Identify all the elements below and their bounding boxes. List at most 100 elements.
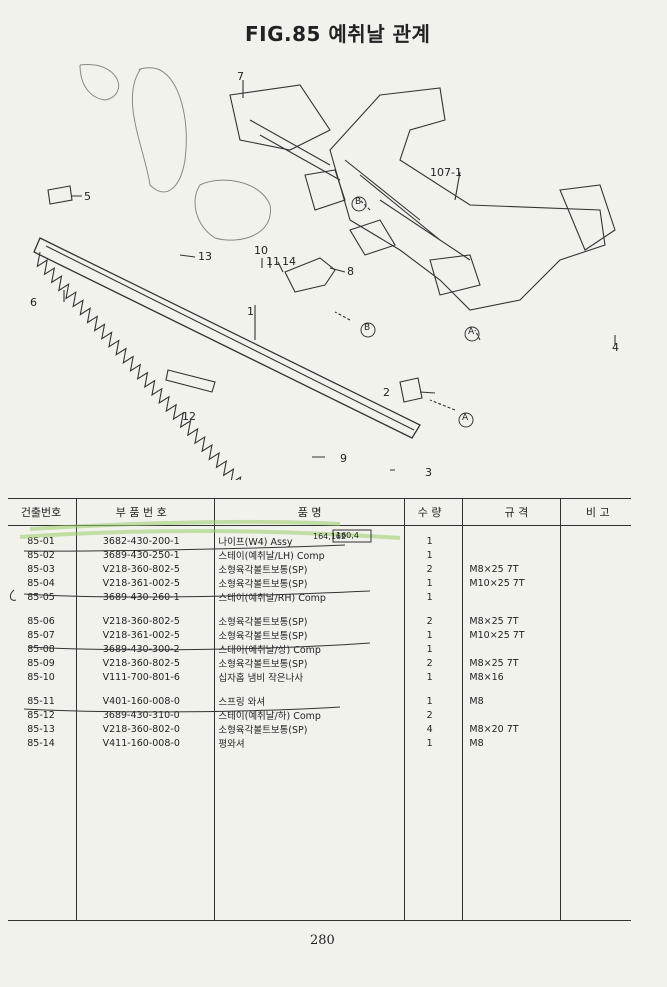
row-spec: M10×25 7T	[469, 629, 525, 641]
callout-13: 13	[198, 250, 212, 263]
row-name: 스테이(예취날/하) Comp	[218, 711, 321, 722]
table-row: 85-10 V111-700-801-6 십자홈 냄비 작은나사 1 M8×16	[8, 670, 631, 685]
row-name: 소형육각볼트보통(SP)	[218, 631, 308, 642]
table-row: 85-01 3682-430-200-1 나이프(W4) Assy 1	[8, 534, 631, 549]
row-name: 소형육각볼트보통(SP)	[218, 725, 308, 736]
row-qty: 2	[426, 615, 433, 627]
header-remarks: 비 고	[564, 498, 631, 526]
row-qty: 1	[426, 535, 433, 547]
callout-6: 6	[30, 296, 37, 309]
header-spec: 규 격	[457, 498, 565, 526]
row-part: V218-361-002-5	[102, 629, 180, 641]
row-no: 85-01	[27, 535, 55, 547]
row-no: 85-10	[27, 671, 55, 683]
callout-14: 14	[282, 255, 296, 268]
row-spec: M8×25 7T	[469, 615, 519, 627]
row-no: 85-03	[27, 563, 55, 575]
row-qty: 2	[426, 563, 433, 575]
table-row: 85-03 V218-360-802-5 소형육각볼트보통(SP) 2 M8×25 7T	[8, 562, 631, 577]
row-qty: 1	[426, 591, 433, 603]
row-qty: 1	[426, 577, 433, 589]
row-no: 85-11	[27, 695, 55, 707]
row-part: 3689-430-310-0	[102, 709, 180, 721]
row-part: V218-360-802-5	[102, 563, 180, 575]
callout-2: 2	[383, 386, 390, 399]
row-qty: 1	[426, 695, 433, 707]
row-name: 스테이(예취날/RH) Comp	[218, 593, 326, 604]
row-spec: M8×20 7T	[469, 723, 519, 735]
row-no: 85-13	[27, 723, 55, 735]
exploded-parts-diagram	[33, 64, 616, 480]
row-spec	[457, 708, 564, 722]
column-divider	[462, 498, 463, 920]
row-name: 소형육각볼트보통(SP)	[218, 579, 308, 590]
callout-7: 7	[237, 70, 244, 83]
table-row: 85-06 V218-360-802-5 소형육각볼트보통(SP) 2 M8×25 7T	[8, 614, 631, 629]
table-row-spacer	[8, 604, 631, 614]
row-spec	[457, 548, 564, 562]
callout-3: 3	[425, 466, 432, 479]
parts-table-frame	[8, 498, 631, 921]
row-spec: M8×16	[469, 671, 504, 683]
row-part: V411-160-008-0	[102, 737, 180, 749]
header-ref-no: 건출번호	[8, 498, 75, 526]
row-no: 85-09	[27, 657, 55, 669]
row-spec: M8×25 7T	[469, 657, 519, 669]
row-no: 85-12	[27, 709, 55, 721]
callout-12: 12	[182, 410, 196, 423]
row-no: 85-07	[27, 629, 55, 641]
row-qty: 1	[426, 737, 433, 749]
header-qty: 수 량	[401, 498, 458, 526]
table-row: 85-12 3689-430-310-0 스테이(예취날/하) Comp 2	[8, 708, 631, 723]
row-no: 85-04	[27, 577, 55, 589]
header-part-no: 부 품 번 호	[74, 498, 209, 526]
handwritten-note-1: 164,162	[313, 532, 347, 541]
row-part: 3689-430-300-2	[102, 643, 180, 655]
callout-4: 4	[612, 341, 619, 354]
row-no: 85-02	[27, 549, 55, 561]
handwritten-note-2: 160,4	[336, 531, 359, 540]
ref-b-lower: B	[364, 323, 371, 333]
row-no: 85-06	[27, 615, 55, 627]
row-part: V218-361-002-5	[102, 577, 180, 589]
row-name: 스테이(예취날/LH) Comp	[218, 551, 325, 562]
row-name: 십자홈 냄비 작은나사	[218, 673, 304, 684]
row-spec: M8×25 7T	[469, 563, 519, 575]
table-header-row: 건출번호 부 품 번 호 품 명 수 량 규 격 비 고	[8, 498, 631, 526]
row-part: V218-360-802-5	[102, 615, 180, 627]
row-name: 나이프(W4) Assy	[218, 537, 293, 548]
row-spec: M8	[469, 695, 484, 707]
callout-11: 11	[266, 255, 280, 268]
row-spec	[457, 590, 564, 604]
row-name: 소형육각볼트보통(SP)	[218, 565, 308, 576]
row-part: 3689-430-260-1	[102, 591, 180, 603]
row-part: V111-700-801-6	[102, 671, 180, 683]
row-name: 스테이(예취날/상) Comp	[218, 645, 321, 656]
row-no: 85-05	[27, 591, 55, 603]
callout-5: 5	[84, 190, 91, 203]
row-qty: 2	[426, 709, 433, 721]
ref-a-lower: A	[462, 413, 469, 423]
row-part: V401-160-008-0	[102, 695, 180, 707]
row-spec	[457, 534, 564, 548]
row-qty: 1	[426, 671, 433, 683]
row-spec	[457, 642, 564, 656]
header-name: 품 명	[208, 498, 402, 526]
page-number: 280	[310, 933, 335, 948]
row-name: 평와셔	[218, 739, 245, 750]
row-part: 3682-430-200-1	[102, 535, 180, 547]
table-row: 85-05 3689-430-260-1 스테이(예취날/RH) Comp 1	[8, 590, 631, 605]
row-qty: 4	[426, 723, 433, 735]
callout-107-1: 107-1	[430, 166, 462, 179]
callout-1: 1	[247, 305, 254, 318]
callout-8: 8	[347, 265, 354, 278]
row-name: 소형육각볼트보통(SP)	[218, 617, 308, 628]
